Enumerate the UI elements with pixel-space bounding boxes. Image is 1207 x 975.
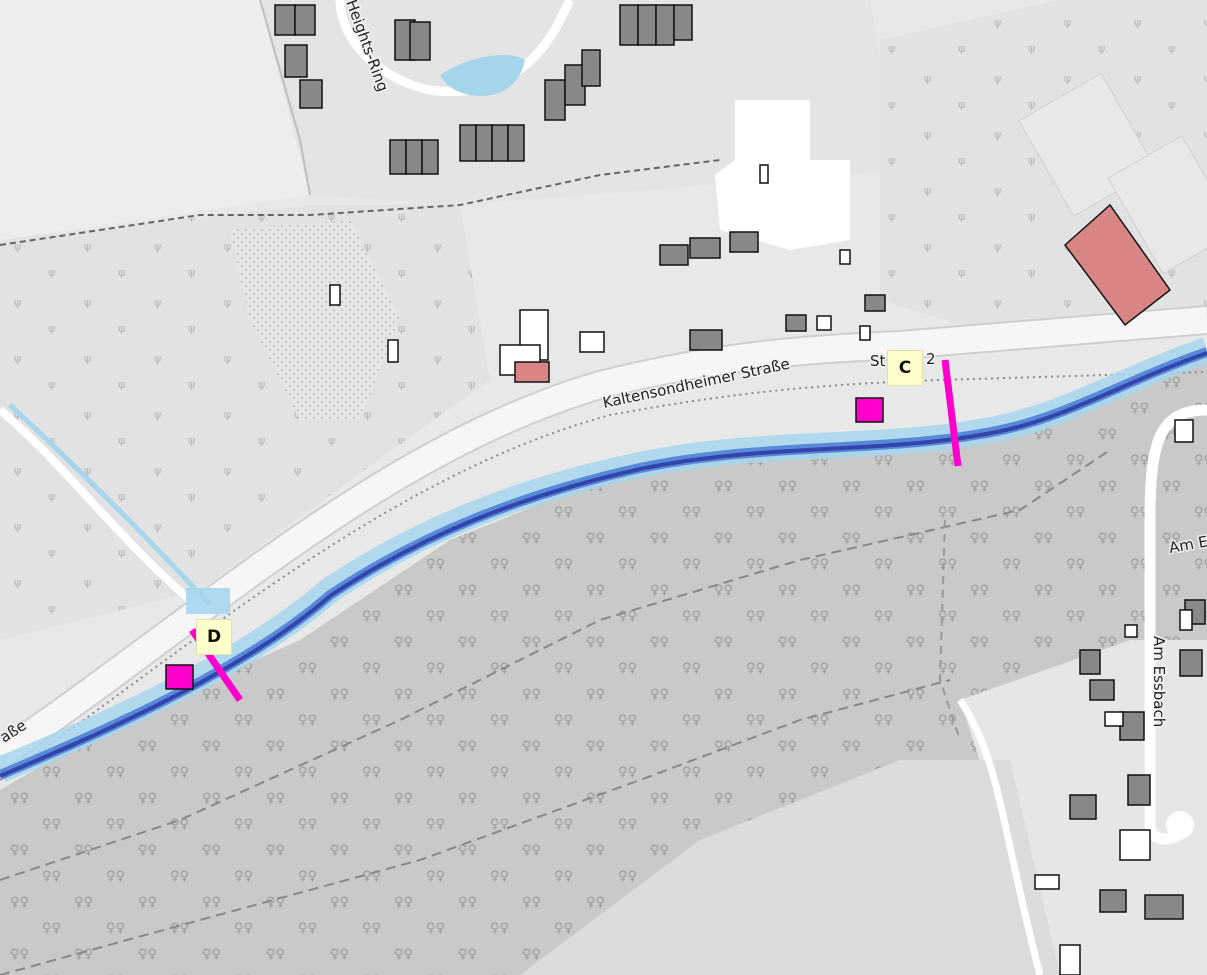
am-essbach-turnaround (1166, 811, 1194, 839)
cross-section-c-line[interactable] (941, 359, 962, 467)
footpath-south-1 (0, 449, 1111, 881)
open-land-upper-left (0, 0, 310, 240)
marker-label-c[interactable]: C (887, 350, 923, 386)
side-road-southeast (957, 698, 1044, 975)
stream-dark (0, 351, 1207, 778)
side-road-west (0, 406, 193, 604)
heights-ring-road (335, 0, 575, 96)
heights-ring-road-casing (259, 0, 311, 196)
open-field-south (520, 760, 1060, 975)
label-st2-prefix: St (870, 352, 886, 370)
buildings (274, 4, 1206, 920)
gauge-d-square[interactable] (165, 664, 194, 690)
pond-crossing (186, 588, 230, 614)
marker-label-d[interactable]: D (196, 619, 232, 655)
label-am-essbach: Am Essbach (1150, 636, 1168, 727)
am-essbach-road (1144, 404, 1207, 845)
stream-tributary (8, 403, 212, 607)
pond-north (440, 55, 525, 96)
highlight-building-hall (1063, 203, 1172, 327)
footpath-vertical (938, 519, 961, 741)
highlight-building-house (514, 361, 550, 383)
footpath-south-2 (0, 679, 951, 975)
boundary-dashed (0, 159, 721, 246)
industrial-area (715, 100, 850, 250)
gauge-c-square[interactable] (855, 397, 884, 423)
label-st2-number: 2 (926, 350, 936, 368)
sports-field-2 (1107, 135, 1207, 275)
dotted-field (230, 220, 400, 420)
main-road (0, 307, 1207, 766)
